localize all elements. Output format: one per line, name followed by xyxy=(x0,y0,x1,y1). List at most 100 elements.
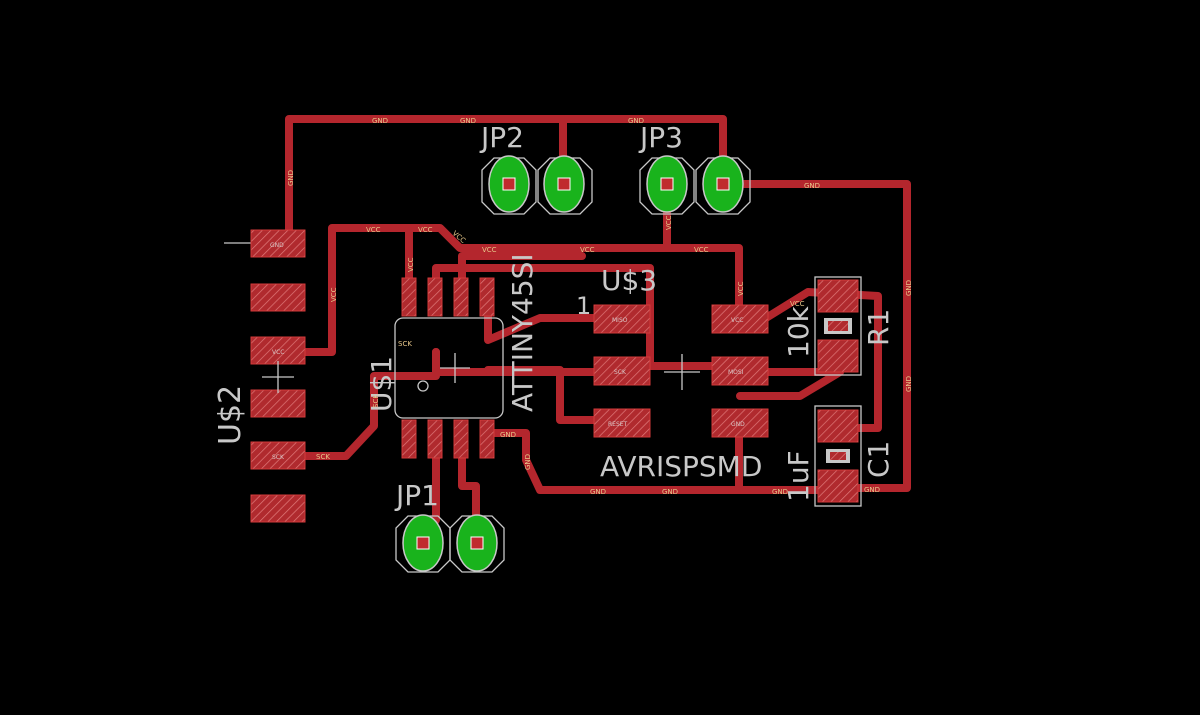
net-label-vcc: VCC xyxy=(407,257,415,272)
net-label-vcc: VCC xyxy=(366,226,381,234)
u1-ref-label: U$1 xyxy=(365,356,398,412)
c1-capacitor[interactable]: 1uF C1 xyxy=(782,405,895,507)
c1-pad-bottom[interactable] xyxy=(817,469,859,503)
jp2-jumper[interactable]: JP2 xyxy=(479,121,593,215)
net-label-gnd: GND xyxy=(287,170,295,186)
net-label-gnd: GND xyxy=(372,117,388,125)
r1-body-inner xyxy=(828,321,848,331)
net-label-gnd: GND xyxy=(905,376,913,392)
u2-pad-6[interactable] xyxy=(250,494,306,523)
jp2-ref-label: JP2 xyxy=(479,121,524,154)
trace-gnd-bottom xyxy=(482,429,842,494)
r1-resistor[interactable]: 10k R1 xyxy=(782,276,895,376)
u1-pad-top-2[interactable] xyxy=(427,277,443,317)
net-label-gnd: GND xyxy=(864,486,880,494)
jp3-drill-1 xyxy=(660,177,674,191)
net-label-vcc: VCC xyxy=(694,246,709,254)
net-label-gnd: GND xyxy=(460,117,476,125)
u1-pin1-marker xyxy=(417,380,429,392)
u2-pad-1-label: GND xyxy=(270,242,284,249)
r1-ref-label: R1 xyxy=(862,309,895,346)
u3-pad-sck-label: SCK xyxy=(614,369,627,376)
net-label-gnd: GND xyxy=(500,431,516,439)
trace-miso xyxy=(432,264,716,370)
jp1-outline-2 xyxy=(449,515,505,573)
jp2-drill-1 xyxy=(502,177,516,191)
u1-pad-top-3[interactable] xyxy=(453,277,469,317)
c1-body-inner xyxy=(830,452,846,460)
u1-chip[interactable]: U$1 ATTINY45SI xyxy=(365,253,539,459)
trace-u1-reset xyxy=(484,366,598,424)
u3-pad-gnd[interactable] xyxy=(711,408,769,438)
u3-isp-header[interactable]: U$3 1 MISO SCK RESET VCC MOSI GND AVRISP… xyxy=(576,264,769,483)
u3-value-label: AVRISPSMD xyxy=(600,450,762,483)
net-label-gnd: GND xyxy=(804,182,820,190)
jp1-ref-label: JP1 xyxy=(394,479,439,512)
jp1-jumper[interactable]: JP1 xyxy=(394,479,505,573)
trace-u3-right xyxy=(736,368,844,400)
u3-pad-sck[interactable] xyxy=(593,356,651,386)
net-label-sck: SCK xyxy=(372,394,380,408)
net-label-vcc: VCC xyxy=(330,287,338,302)
u3-pad-mosi[interactable] xyxy=(711,356,769,386)
u3-pad-mosi-label: MOSI xyxy=(728,369,744,376)
u1-pad-top-1[interactable] xyxy=(401,277,417,317)
u2-pad-2[interactable] xyxy=(250,283,306,312)
u3-pad-reset[interactable] xyxy=(593,408,651,438)
trace-gnd-right xyxy=(719,180,911,492)
jp3-ref-label: JP3 xyxy=(638,121,683,154)
net-label-vcc: VCC xyxy=(790,300,805,308)
jp3-outline-2 xyxy=(695,157,751,215)
u2-pad-3[interactable] xyxy=(250,336,306,365)
jp1-drill-1 xyxy=(416,536,430,550)
u3-pad-vcc[interactable] xyxy=(711,304,769,334)
net-label-gnd: GND xyxy=(772,488,788,496)
trace-vcc-main xyxy=(274,224,743,356)
net-label-vcc: VCC xyxy=(665,215,673,230)
u3-ref-label: U$3 xyxy=(601,264,657,297)
net-label-gnd: GND xyxy=(590,488,606,496)
net-label-gnd: GND xyxy=(662,488,678,496)
jp2-outline-2 xyxy=(537,157,593,215)
net-label-vcc: VCC xyxy=(737,281,745,296)
r1-outline xyxy=(814,276,862,376)
net-label-sck: SCK xyxy=(316,453,330,461)
net-label-gnd: GND xyxy=(628,117,644,125)
c1-pad-top[interactable] xyxy=(817,409,859,443)
net-label-sck: SCK xyxy=(398,340,412,348)
u1-pad-bottom-1[interactable] xyxy=(401,419,417,459)
u3-pad-miso[interactable] xyxy=(593,304,651,334)
u1-pad-top-4[interactable] xyxy=(479,277,495,317)
net-label-vcc: VCC xyxy=(482,246,497,254)
u1-value-label: ATTINY45SI xyxy=(506,253,539,412)
net-label-gnd: GND xyxy=(524,454,532,470)
u2-pad-4[interactable] xyxy=(250,389,306,418)
jp1-drill-2 xyxy=(470,536,484,550)
u2-pad-5[interactable] xyxy=(250,441,306,470)
jp3-drill-2 xyxy=(716,177,730,191)
u3-pin1-label: 1 xyxy=(576,292,591,320)
c1-value-label: 1uF xyxy=(782,450,815,502)
u3-pad-miso-label: MISO xyxy=(612,317,628,324)
net-label-vcc: VCC xyxy=(580,246,595,254)
u2-pad-5-label: SCK xyxy=(272,454,285,461)
r1-value-label: 10k xyxy=(782,305,815,358)
u1-pad-bottom-4[interactable] xyxy=(479,419,495,459)
u2-pad-3-label: VCC xyxy=(272,349,284,356)
jp2-outline xyxy=(481,157,537,215)
r1-pad-top[interactable] xyxy=(817,279,859,313)
jp1-outline xyxy=(395,515,451,573)
u2-pad-1[interactable] xyxy=(250,229,306,258)
u3-pad-vcc-label: VCC xyxy=(731,317,743,324)
r1-pad-bottom[interactable] xyxy=(817,339,859,373)
u1-body-outline xyxy=(394,317,504,419)
u1-pad-bottom-2[interactable] xyxy=(427,419,443,459)
c1-ref-label: C1 xyxy=(862,441,895,478)
jp3-jumper[interactable]: JP3 xyxy=(638,121,751,215)
jp2-drill-2 xyxy=(557,177,571,191)
u2-ref-label: U$2 xyxy=(213,385,248,445)
u2-connector[interactable]: GND VCC SCK U$2 xyxy=(213,229,306,523)
u1-pad-bottom-3[interactable] xyxy=(453,419,469,459)
u3-pad-gnd-label: GND xyxy=(731,421,745,428)
